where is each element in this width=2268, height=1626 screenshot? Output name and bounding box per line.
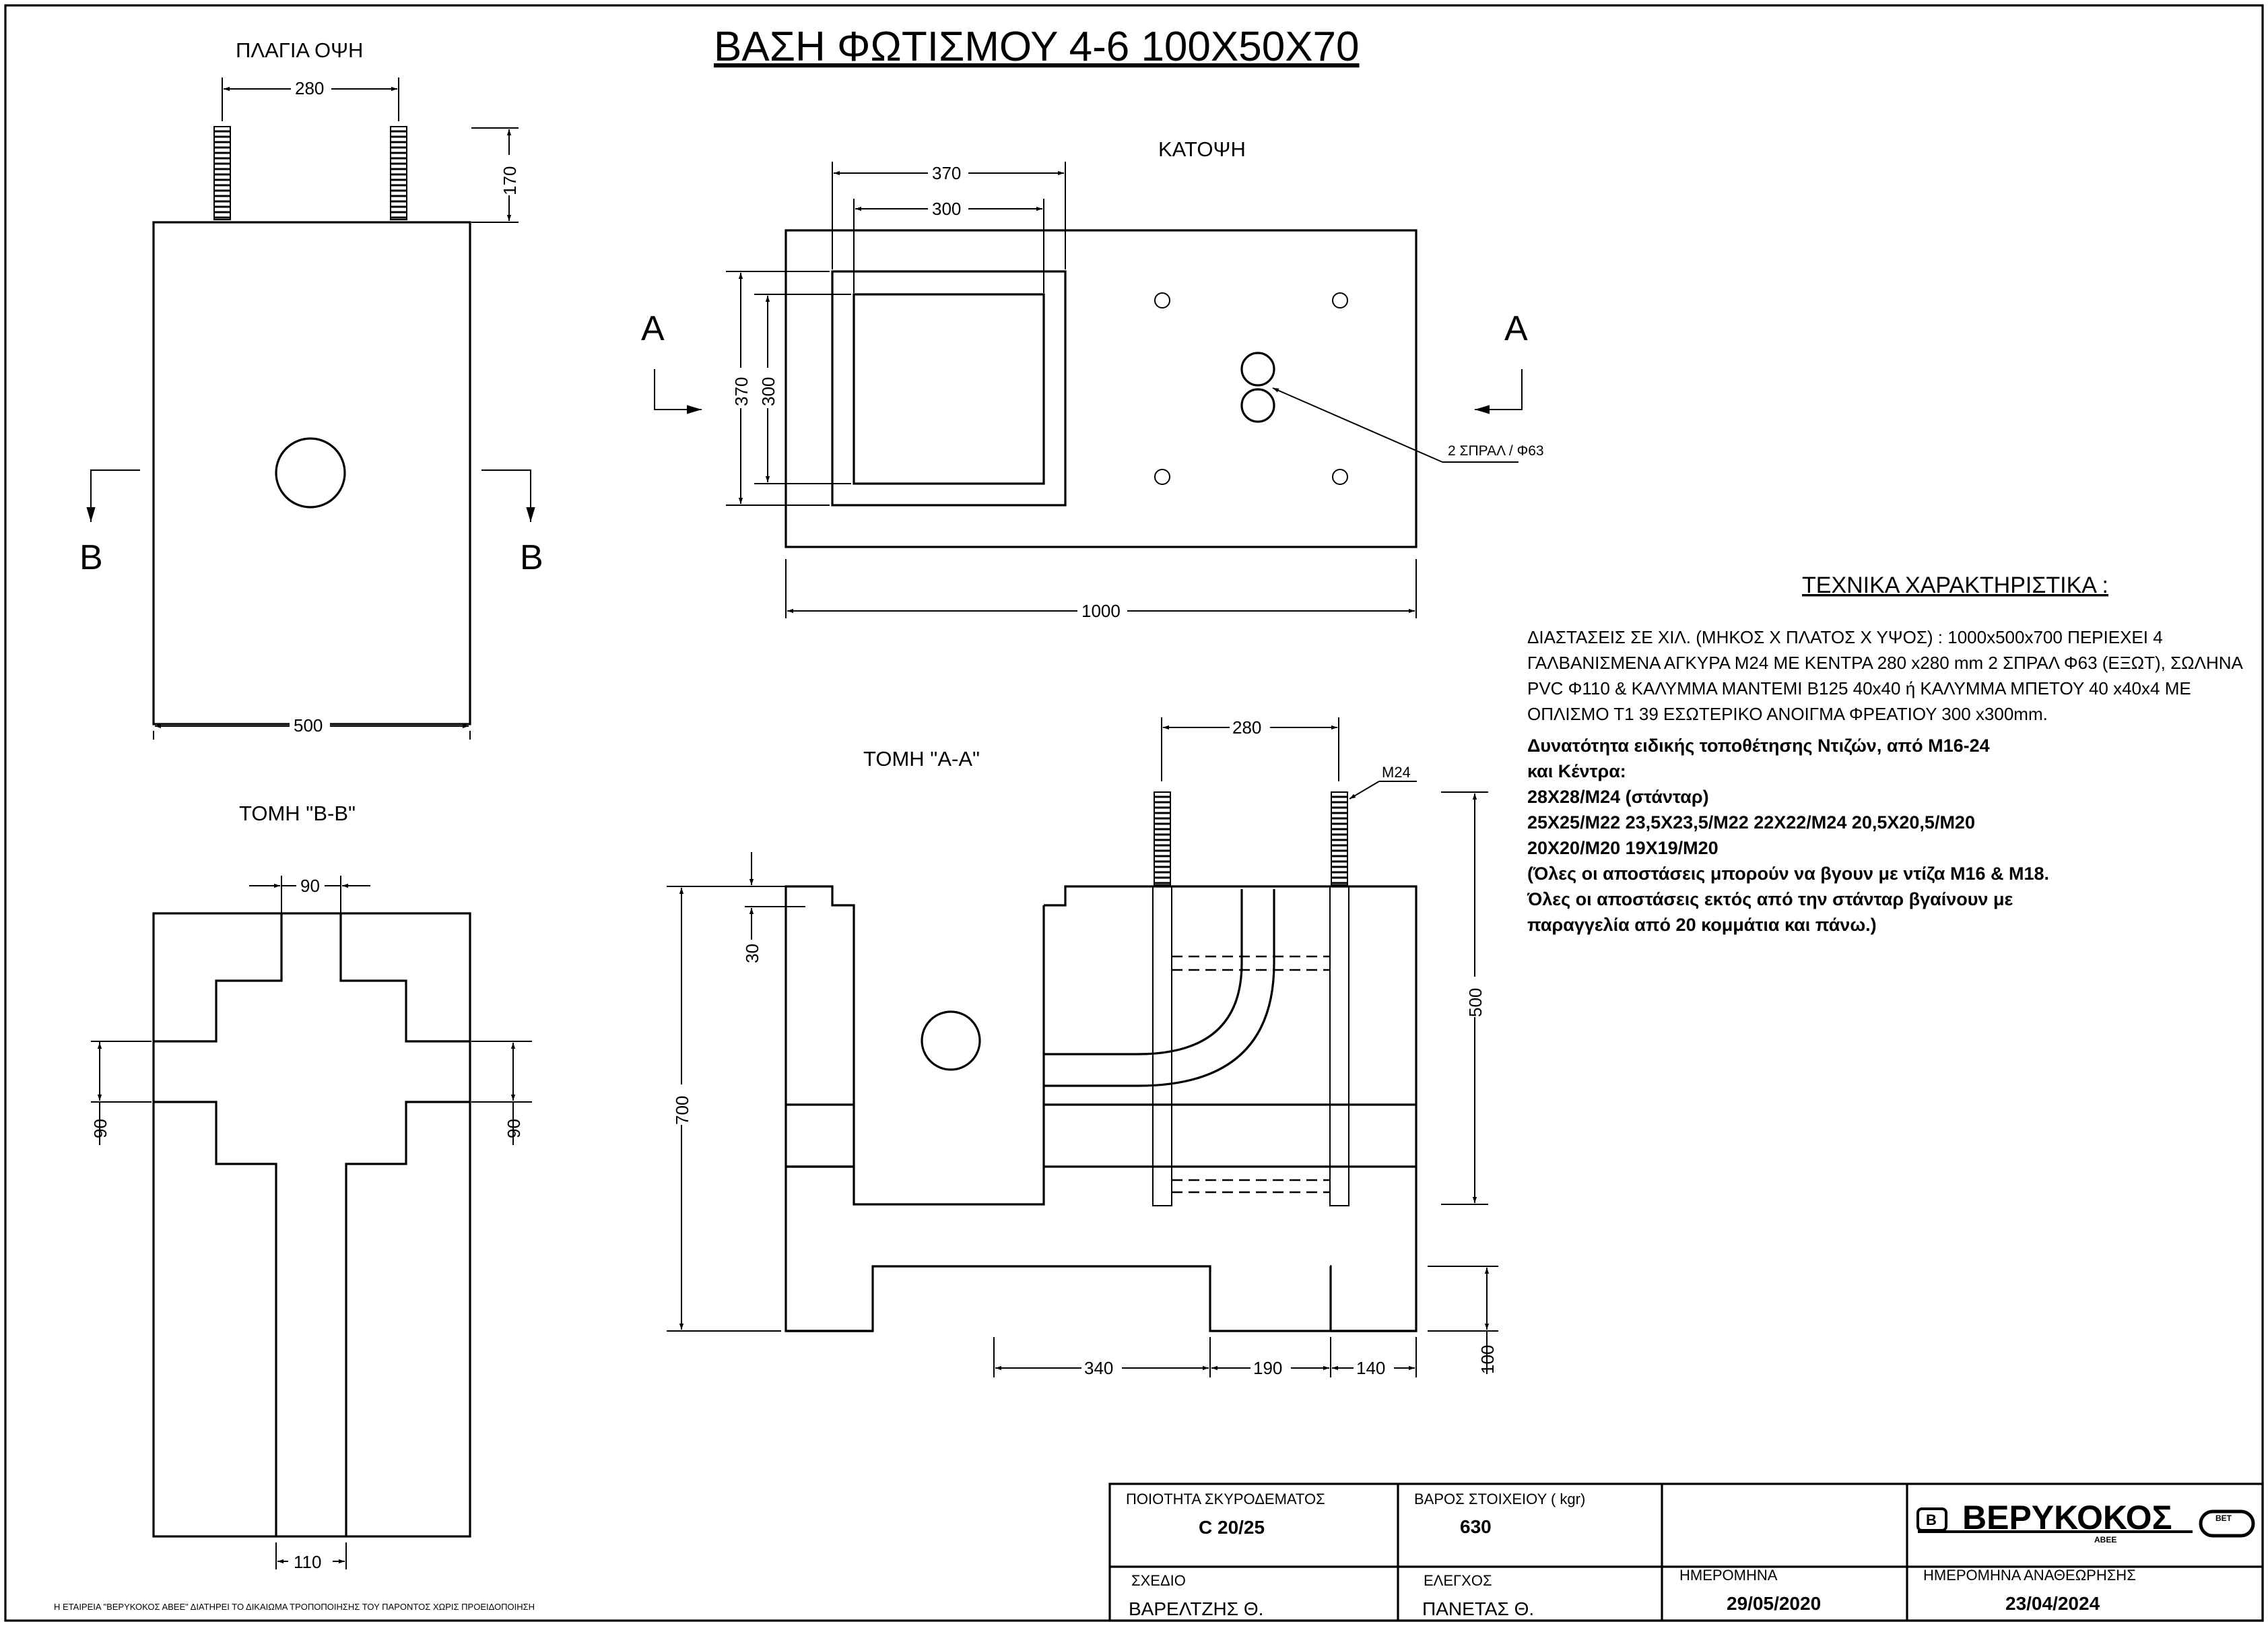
section-bb-dim-right: 90 bbox=[504, 1119, 524, 1138]
drawing-title: ΒΑΣΗ ΦΩΤΙΣΜΟΥ 4-6 100Χ50Χ70 bbox=[714, 24, 1360, 70]
plan-bolt-hole bbox=[1154, 292, 1170, 308]
spec-bold-line: 20Χ20/Μ20 19Χ19/Μ20 bbox=[1527, 838, 1719, 858]
side-dim-width: 500 bbox=[294, 715, 323, 736]
section-aa-bolt-left bbox=[1154, 791, 1171, 886]
side-bolt-right bbox=[390, 126, 407, 220]
spec-bold-line: Όλες οι αποστάσεις εκτός από την στάνταρ… bbox=[1527, 889, 2013, 909]
spec-bold-line: παραγγελία από 20 κομμάτια και πάνω.) bbox=[1527, 915, 1877, 935]
section-aa-dim-top-step: 30 bbox=[742, 944, 762, 963]
section-aa-dim-height: 700 bbox=[672, 1096, 692, 1125]
side-view: ΠΛΑΓΙΑ ΟΨΗ 280 170 B B bbox=[79, 38, 543, 740]
svg-text:B: B bbox=[1926, 1511, 1937, 1528]
section-bb-dim-bottom: 110 bbox=[294, 1552, 321, 1572]
tb-weight-label: ΒΑΡΟΣ ΣΤΟΙΧΕΙΟΥ ( kgr) bbox=[1414, 1491, 1585, 1507]
spec-line: PVC Φ110 & ΚΑΛΥΜΜΑ ΜΑΝΤΕΜΙ B125 40x40 ή … bbox=[1527, 678, 2191, 698]
plan-dim-outer-square-v: 370 bbox=[731, 377, 752, 406]
plan-dim-inner-square-v: 300 bbox=[758, 377, 778, 406]
section-aa-label: ΤΟΜΗ "Α-Α" bbox=[863, 747, 980, 771]
section-mark-a-left: A bbox=[641, 309, 665, 348]
section-aa-dim-foot: 100 bbox=[1477, 1345, 1498, 1374]
plan-pipe-callout: 2 ΣΠΡΑΛ / Φ63 bbox=[1448, 443, 1544, 459]
plan-dim-outer-square: 370 bbox=[932, 163, 961, 183]
company-logo: B ΒΕΡΥΚΟΚΟΣ ΑΒΕΕ BET bbox=[1916, 1499, 2255, 1544]
logo-badge: BET bbox=[2215, 1514, 2232, 1523]
section-aa-dim-gap2: 190 bbox=[1253, 1358, 1282, 1378]
company-name: ΒΕΡΥΚΟΚΟΣ bbox=[1962, 1499, 2172, 1536]
side-dim-bolt-spacing: 280 bbox=[295, 78, 324, 98]
tb-drawing-by: ΒΑΡΕΛΤΖΗΣ Θ. bbox=[1129, 1598, 1263, 1619]
tb-weight: 630 bbox=[1460, 1516, 1492, 1537]
section-aa-dim-gap1: 340 bbox=[1084, 1358, 1113, 1378]
plan-view: ΚΑΤΟΨΗ 370 300 2 ΣΠΡΑΛ / Φ63 bbox=[641, 137, 1544, 621]
section-bb-dim-left: 90 bbox=[90, 1119, 110, 1138]
section-mark-b-left: B bbox=[79, 538, 103, 577]
section-bb-dim-top: 90 bbox=[300, 876, 320, 896]
tb-revision-label: ΗΜΕΡΟΜΗΝΑ ΑΝΑΘΕΩΡΗΣΗΣ bbox=[1923, 1567, 2136, 1584]
plan-spiral-pipe bbox=[1240, 388, 1275, 423]
tb-drawing-label: ΣΧΕΔΙΟ bbox=[1131, 1572, 1186, 1589]
spec-bold-line: και Κέντρα: bbox=[1527, 761, 1626, 781]
section-aa-pipe-opening bbox=[921, 1010, 981, 1071]
spec-bold-line: Δυνατότητα ειδικής τοποθέτησης Ντιζών, α… bbox=[1527, 736, 1990, 756]
section-aa-dim-gap3: 140 bbox=[1356, 1358, 1385, 1378]
section-aa-body bbox=[785, 885, 1418, 1332]
tb-checked-label: ΕΛΕΓΧΟΣ bbox=[1424, 1572, 1492, 1589]
spec-bold-line: 28Χ28/Μ24 (στάνταρ) bbox=[1527, 787, 1709, 807]
side-view-label: ΠΛΑΓΙΑ ΟΨΗ bbox=[236, 38, 363, 62]
specifications: ΤΕΧΝΙΚΑ ΧΑΡΑΚΤΗΡΙΣΤΙΚΑ : ΔΙΑΣΤΑΣΕΙΣ ΣΕ Χ… bbox=[1527, 573, 2243, 935]
spec-bold-line: 25Χ25/Μ22 23,5Χ23,5/Μ22 22Χ22/Μ24 20,5Χ2… bbox=[1527, 812, 1975, 833]
side-bolt-left bbox=[213, 126, 231, 220]
spec-line: ΓΑΛΒΑΝΙΣΜΕΝΑ ΑΓΚΥΡΑ Μ24 ΜΕ ΚΕΝΤΡΑ 280 x2… bbox=[1527, 653, 2243, 673]
company-suffix: ΑΒΕΕ bbox=[2094, 1535, 2116, 1544]
section-aa: ΤΟΜΗ "Α-Α" 280 M24 bbox=[667, 717, 1498, 1378]
plan-view-label: ΚΑΤΟΨΗ bbox=[1158, 137, 1246, 161]
side-dim-bolt-height: 170 bbox=[500, 166, 520, 195]
section-bb-body bbox=[152, 912, 471, 1538]
spec-line: ΔΙΑΣΤΑΣΕΙΣ ΣΕ ΧΙΛ. (ΜΗΚΟΣ Χ ΠΛΑΤΟΣ Χ ΥΨΟ… bbox=[1527, 627, 2163, 647]
side-pipe-opening bbox=[275, 437, 346, 509]
tb-date: 29/05/2020 bbox=[1727, 1593, 1821, 1614]
tb-revision-date: 23/04/2024 bbox=[2005, 1593, 2100, 1614]
section-aa-dim-bolt-spacing: 280 bbox=[1232, 717, 1261, 738]
section-aa-conduit bbox=[1044, 889, 1243, 1055]
section-aa-bolt-spec: M24 bbox=[1382, 764, 1411, 781]
section-bb-label: ΤΟΜΗ "Β-Β" bbox=[239, 802, 356, 825]
plan-body bbox=[785, 229, 1418, 548]
plan-dim-inner-square: 300 bbox=[932, 199, 961, 219]
side-body bbox=[152, 221, 471, 725]
spec-line: ΟΠΛΙΣΜΟ Τ1 39 ΕΣΩΤΕΡΙΚΟ ΑΝΟΙΓΜΑ ΦΡΕΑΤΙΟΥ… bbox=[1527, 704, 2048, 724]
plan-bolt-hole bbox=[1332, 292, 1348, 308]
spec-bold-line: (Όλες οι αποστάσεις μπορούν να βγουν με … bbox=[1527, 864, 2049, 884]
section-bb-cross bbox=[154, 913, 470, 1536]
tb-checked-by: ΠΑΝΕΤΑΣ Θ. bbox=[1422, 1598, 1534, 1619]
plan-bolt-hole bbox=[1154, 469, 1170, 485]
section-aa-bolt-right bbox=[1331, 791, 1348, 886]
tb-concrete-quality-label: ΠΟΙΟΤΗΤΑ ΣΚΥΡΟΔΕΜΑΤΟΣ bbox=[1126, 1491, 1325, 1507]
tb-concrete-quality: C 20/25 bbox=[1199, 1517, 1265, 1538]
section-bb: ΤΟΜΗ "Β-Β" 90 90 90 110 bbox=[90, 802, 532, 1572]
section-mark-b-right: B bbox=[520, 538, 543, 577]
plan-bolt-hole bbox=[1332, 469, 1348, 485]
tb-date-label: ΗΜΕΡΟΜΗΝΑ bbox=[1679, 1567, 1778, 1584]
plan-manhole-outer bbox=[831, 270, 1067, 507]
plan-manhole-inner bbox=[853, 293, 1045, 485]
section-mark-a-right: A bbox=[1504, 309, 1528, 348]
title-block: ΠΟΙΟΤΗΤΑ ΣΚΥΡΟΔΕΜΑΤΟΣ C 20/25 ΒΑΡΟΣ ΣΤΟΙ… bbox=[1108, 1483, 2264, 1622]
specs-heading: ΤΕΧΝΙΚΑ ΧΑΡΑΚΤΗΡΙΣΤΙΚΑ : bbox=[1802, 573, 2108, 598]
plan-dim-length: 1000 bbox=[1081, 601, 1121, 621]
plan-spiral-pipe bbox=[1240, 352, 1275, 387]
footer-note: Η ΕΤΑΙΡΕΙΑ "ΒΕΡΥΚΟΚΟΣ ΑΒΕΕ" ΔΙΑΤΗΡΕΙ ΤΟ … bbox=[54, 1602, 535, 1612]
section-aa-dim-bolt-depth: 500 bbox=[1465, 988, 1486, 1017]
